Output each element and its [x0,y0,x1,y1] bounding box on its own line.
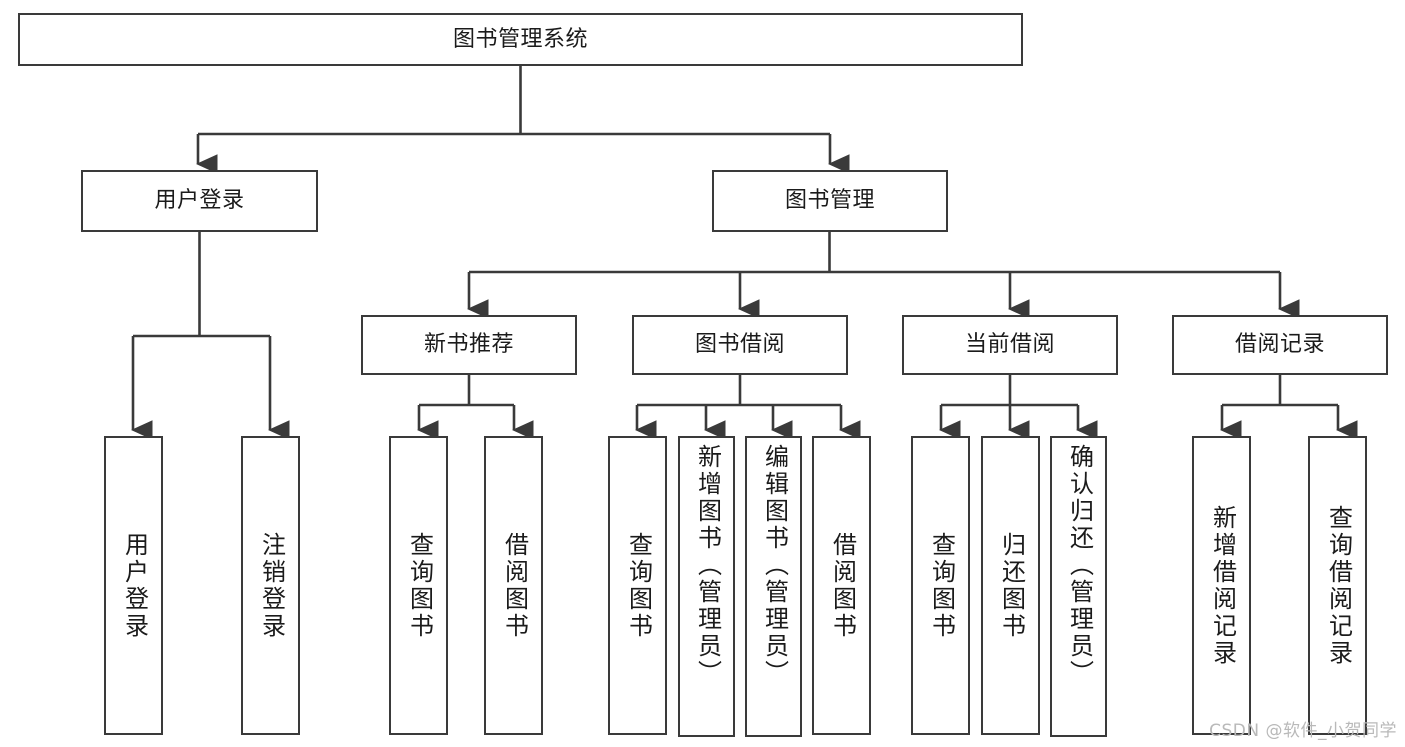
node-leaf-query-book-1[interactable]: 查询图书 [389,436,448,735]
node-leaf-add-book-label: 新增图书（管理员） [693,444,722,687]
node-root[interactable]: 图书管理系统 [18,13,1023,66]
node-leaf-return-book-label: 归还图书 [997,531,1026,640]
node-root-label: 图书管理系统 [452,26,588,52]
node-leaf-add-record-label: 新增借阅记录 [1208,504,1237,667]
node-leaf-user-logout-label: 注销登录 [257,531,286,640]
node-user-login[interactable]: 用户登录 [81,170,318,232]
node-leaf-borrow-book-2-label: 借阅图书 [828,531,857,640]
node-leaf-return-book[interactable]: 归还图书 [981,436,1040,735]
node-borrow-record[interactable]: 借阅记录 [1172,315,1388,375]
node-leaf-borrow-book-1-label: 借阅图书 [500,531,529,640]
node-book-borrow[interactable]: 图书借阅 [632,315,848,375]
node-leaf-query-book-2[interactable]: 查询图书 [608,436,667,735]
node-leaf-query-book-1-label: 查询图书 [405,531,434,640]
node-new-book-recommend-label: 新书推荐 [423,332,514,358]
node-leaf-edit-book[interactable]: 编辑图书（管理员） [745,436,802,737]
node-leaf-user-logout[interactable]: 注销登录 [241,436,300,735]
node-user-login-label: 用户登录 [154,188,245,214]
node-leaf-confirm-return-label: 确认归还（管理员） [1065,444,1094,687]
node-book-manage[interactable]: 图书管理 [712,170,948,232]
node-book-manage-label: 图书管理 [784,188,875,214]
node-leaf-edit-book-label: 编辑图书（管理员） [760,444,789,687]
node-book-borrow-label: 图书借阅 [694,332,785,358]
node-borrow-record-label: 借阅记录 [1234,332,1325,358]
node-leaf-query-book-3-label: 查询图书 [927,531,956,640]
node-leaf-query-record-label: 查询借阅记录 [1324,504,1353,667]
node-leaf-borrow-book-1[interactable]: 借阅图书 [484,436,543,735]
node-leaf-query-record[interactable]: 查询借阅记录 [1308,436,1367,735]
node-current-borrow-label: 当前借阅 [964,332,1055,358]
node-leaf-add-record[interactable]: 新增借阅记录 [1192,436,1251,735]
node-leaf-query-book-3[interactable]: 查询图书 [911,436,970,735]
node-current-borrow[interactable]: 当前借阅 [902,315,1118,375]
node-new-book-recommend[interactable]: 新书推荐 [361,315,577,375]
node-leaf-user-login[interactable]: 用户登录 [104,436,163,735]
node-leaf-borrow-book-2[interactable]: 借阅图书 [812,436,871,735]
node-leaf-query-book-2-label: 查询图书 [624,531,653,640]
node-leaf-user-login-label: 用户登录 [120,531,149,640]
watermark-text: CSDN @软件_小贺同学 [1209,721,1397,741]
node-leaf-confirm-return[interactable]: 确认归还（管理员） [1050,436,1107,737]
node-leaf-add-book[interactable]: 新增图书（管理员） [678,436,735,737]
